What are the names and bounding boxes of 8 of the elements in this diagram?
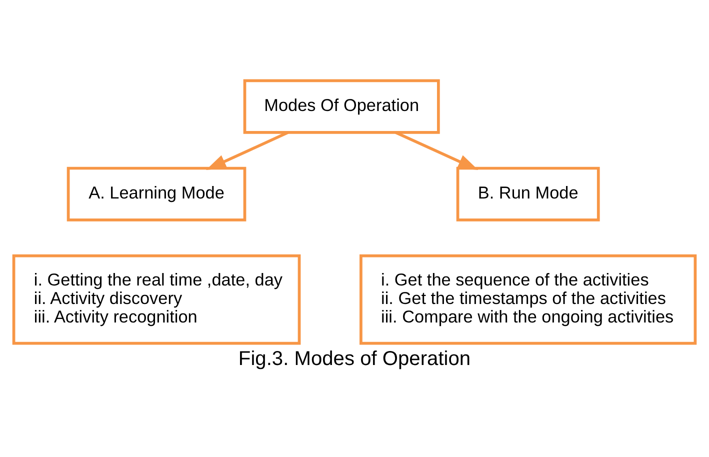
- arrow: [394, 131, 478, 170]
- node-box: Modes Of Operation: [243, 79, 440, 134]
- caption: Fig.3. Modes of Operation: [238, 348, 471, 370]
- node-box: i. Getting the real time ,date, day ii. Activity discovery iii. Activity recognition: [12, 254, 301, 345]
- node-box: A. Learning Mode: [66, 166, 246, 222]
- arrow: [206, 131, 289, 170]
- node-box: B. Run Mode: [456, 166, 600, 222]
- node-box: i. Get the sequence of the activities ii. Get the timestamps of the activities iii. Compare with the ongoing activities: [360, 254, 697, 345]
